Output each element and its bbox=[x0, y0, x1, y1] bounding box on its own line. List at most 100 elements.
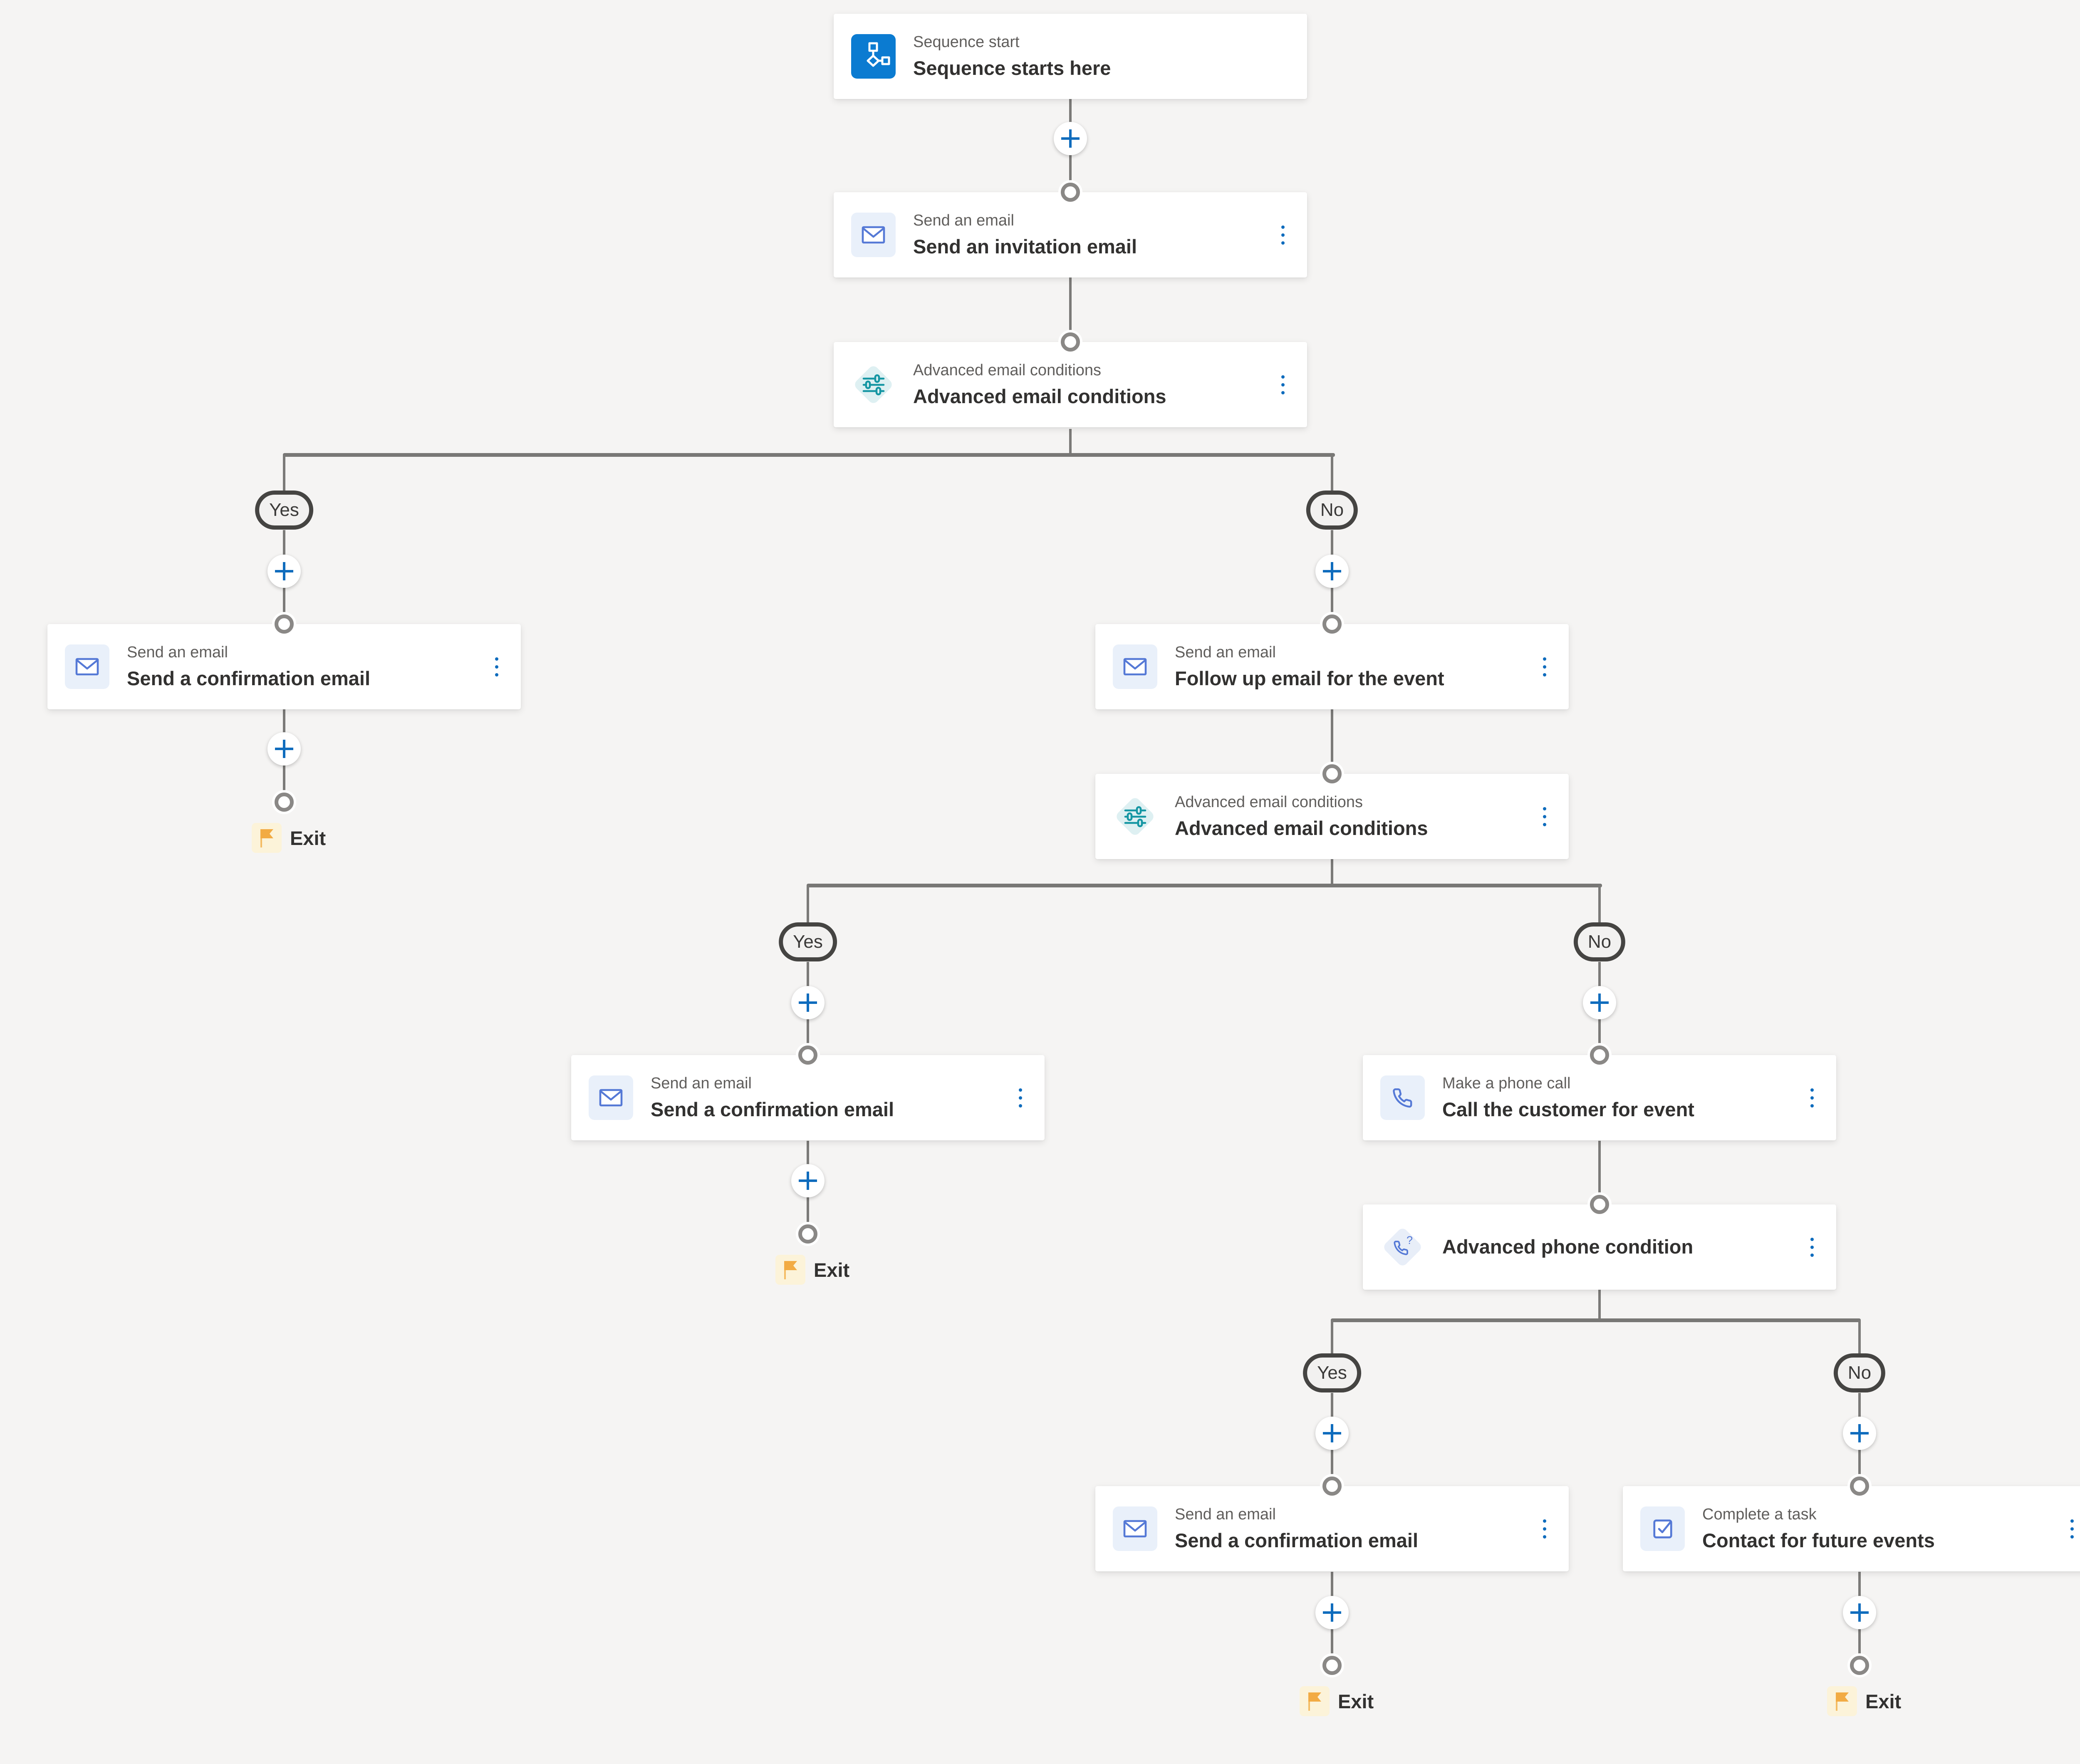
more-options-button[interactable] bbox=[1539, 1515, 1550, 1543]
task-icon bbox=[1640, 1506, 1685, 1551]
connector-line bbox=[1598, 885, 1601, 923]
node-advanced-phone-condition[interactable]: ? Advanced phone condition bbox=[1363, 1204, 1836, 1290]
connector-line bbox=[1069, 277, 1072, 344]
exit-flag-icon bbox=[775, 1255, 805, 1285]
node-make-phone-call[interactable]: Make a phone call Call the customer for … bbox=[1363, 1055, 1836, 1140]
branch-label-yes: Yes bbox=[1303, 1353, 1361, 1392]
add-step-button[interactable] bbox=[1583, 986, 1616, 1019]
connector-line bbox=[1069, 429, 1072, 457]
add-step-button[interactable] bbox=[1315, 1596, 1349, 1629]
branch-label-no: No bbox=[1833, 1353, 1886, 1392]
branch-line bbox=[283, 453, 1335, 457]
more-options-button[interactable] bbox=[1806, 1234, 1818, 1261]
connector-dot bbox=[1322, 1656, 1342, 1675]
email-icon bbox=[65, 644, 109, 689]
email-conditions-icon bbox=[1113, 794, 1157, 839]
exit-label: Exit bbox=[290, 827, 326, 849]
more-options-button[interactable] bbox=[1806, 1084, 1818, 1112]
exit-marker: Exit bbox=[1827, 1686, 1901, 1716]
connector-dot bbox=[1061, 183, 1080, 202]
connector-dot bbox=[1590, 1195, 1609, 1214]
node-send-confirmation-email-1[interactable]: Send an email Send a confirmation email bbox=[47, 624, 521, 709]
node-advanced-email-conditions-2[interactable]: Advanced email conditions Advanced email… bbox=[1095, 774, 1569, 859]
connector-line bbox=[807, 885, 809, 923]
more-options-button[interactable] bbox=[1539, 653, 1550, 681]
add-step-button[interactable] bbox=[1843, 1417, 1876, 1450]
node-subtitle: Sequence start bbox=[913, 33, 1020, 51]
branch-label-no: No bbox=[1573, 922, 1626, 961]
node-title: Contact for future events bbox=[1702, 1529, 1935, 1552]
node-complete-task[interactable]: Complete a task Contact for future event… bbox=[1623, 1486, 2080, 1571]
node-subtitle: Send an email bbox=[1175, 643, 1276, 661]
connector-line bbox=[1598, 1141, 1601, 1206]
exit-flag-icon bbox=[1827, 1686, 1857, 1716]
node-title: Send an invitation email bbox=[913, 235, 1137, 258]
add-step-button[interactable] bbox=[1054, 122, 1087, 155]
node-subtitle: Send an email bbox=[1175, 1505, 1276, 1523]
connector-dot bbox=[1322, 764, 1342, 783]
add-step-button[interactable] bbox=[1315, 555, 1349, 588]
connector-line bbox=[1331, 1320, 1333, 1355]
add-step-button[interactable] bbox=[791, 1164, 825, 1197]
connector-dot bbox=[1322, 1477, 1342, 1496]
sequence-start-icon bbox=[851, 34, 896, 79]
more-options-button[interactable] bbox=[491, 653, 503, 681]
node-title: Send a confirmation email bbox=[1175, 1529, 1419, 1552]
node-title: Send a confirmation email bbox=[651, 1098, 894, 1121]
phone-condition-icon: ? bbox=[1380, 1225, 1425, 1269]
connector-line bbox=[1331, 859, 1333, 887]
branch-line bbox=[807, 884, 1602, 887]
add-step-button[interactable] bbox=[1315, 1417, 1349, 1450]
exit-label: Exit bbox=[1865, 1690, 1902, 1712]
more-options-button[interactable] bbox=[1015, 1084, 1026, 1112]
node-title: Send a confirmation email bbox=[127, 667, 371, 690]
connector-line bbox=[1331, 455, 1333, 492]
connector-line bbox=[1331, 709, 1333, 775]
node-sequence-start[interactable]: Sequence start Sequence starts here bbox=[834, 14, 1307, 99]
email-icon bbox=[851, 213, 896, 257]
node-subtitle: Advanced email conditions bbox=[913, 361, 1102, 379]
connector-line bbox=[1858, 1320, 1861, 1355]
node-title: Sequence starts here bbox=[913, 57, 1111, 79]
exit-marker: Exit bbox=[252, 823, 326, 853]
phone-icon bbox=[1380, 1075, 1425, 1120]
email-icon bbox=[1113, 644, 1157, 689]
more-options-button[interactable] bbox=[2066, 1515, 2078, 1543]
node-subtitle: Make a phone call bbox=[1442, 1074, 1571, 1092]
node-advanced-email-conditions-1[interactable]: Advanced email conditions Advanced email… bbox=[834, 342, 1307, 427]
node-subtitle: Advanced email conditions bbox=[1175, 793, 1363, 811]
exit-flag-icon bbox=[1300, 1686, 1330, 1716]
node-subtitle: Complete a task bbox=[1702, 1505, 1817, 1523]
more-options-button[interactable] bbox=[1277, 221, 1289, 249]
connector-dot bbox=[1850, 1656, 1869, 1675]
connector-dot bbox=[1322, 614, 1342, 634]
connector-dot bbox=[1590, 1046, 1609, 1065]
connector-dot bbox=[1850, 1477, 1869, 1496]
add-step-button[interactable] bbox=[1843, 1596, 1876, 1629]
add-step-button[interactable] bbox=[267, 732, 301, 766]
connector-dot bbox=[275, 793, 294, 812]
node-send-invitation-email[interactable]: Send an email Send an invitation email bbox=[834, 192, 1307, 277]
more-options-button[interactable] bbox=[1277, 371, 1289, 399]
branch-label-yes: Yes bbox=[255, 491, 313, 530]
connector-dot bbox=[798, 1046, 817, 1065]
node-title: Advanced email conditions bbox=[913, 385, 1166, 408]
node-send-confirmation-email-3[interactable]: Send an email Send a confirmation email bbox=[1095, 1486, 1569, 1571]
node-subtitle: Send an email bbox=[913, 211, 1014, 229]
connector-dot bbox=[798, 1224, 817, 1244]
branch-label-yes: Yes bbox=[779, 922, 837, 961]
add-step-button[interactable] bbox=[267, 555, 301, 588]
node-subtitle: Send an email bbox=[127, 643, 228, 661]
exit-label: Exit bbox=[1338, 1690, 1374, 1712]
email-icon bbox=[1113, 1506, 1157, 1551]
more-options-button[interactable] bbox=[1539, 803, 1550, 830]
node-title: Advanced email conditions bbox=[1175, 817, 1428, 840]
add-step-button[interactable] bbox=[791, 986, 825, 1019]
node-follow-up-email[interactable]: Send an email Follow up email for the ev… bbox=[1095, 624, 1569, 709]
branch-line bbox=[1331, 1318, 1861, 1322]
email-conditions-icon bbox=[851, 362, 896, 407]
email-icon bbox=[589, 1075, 633, 1120]
node-send-confirmation-email-2[interactable]: Send an email Send a confirmation email bbox=[571, 1055, 1045, 1140]
node-title: Advanced phone condition bbox=[1442, 1236, 1694, 1258]
